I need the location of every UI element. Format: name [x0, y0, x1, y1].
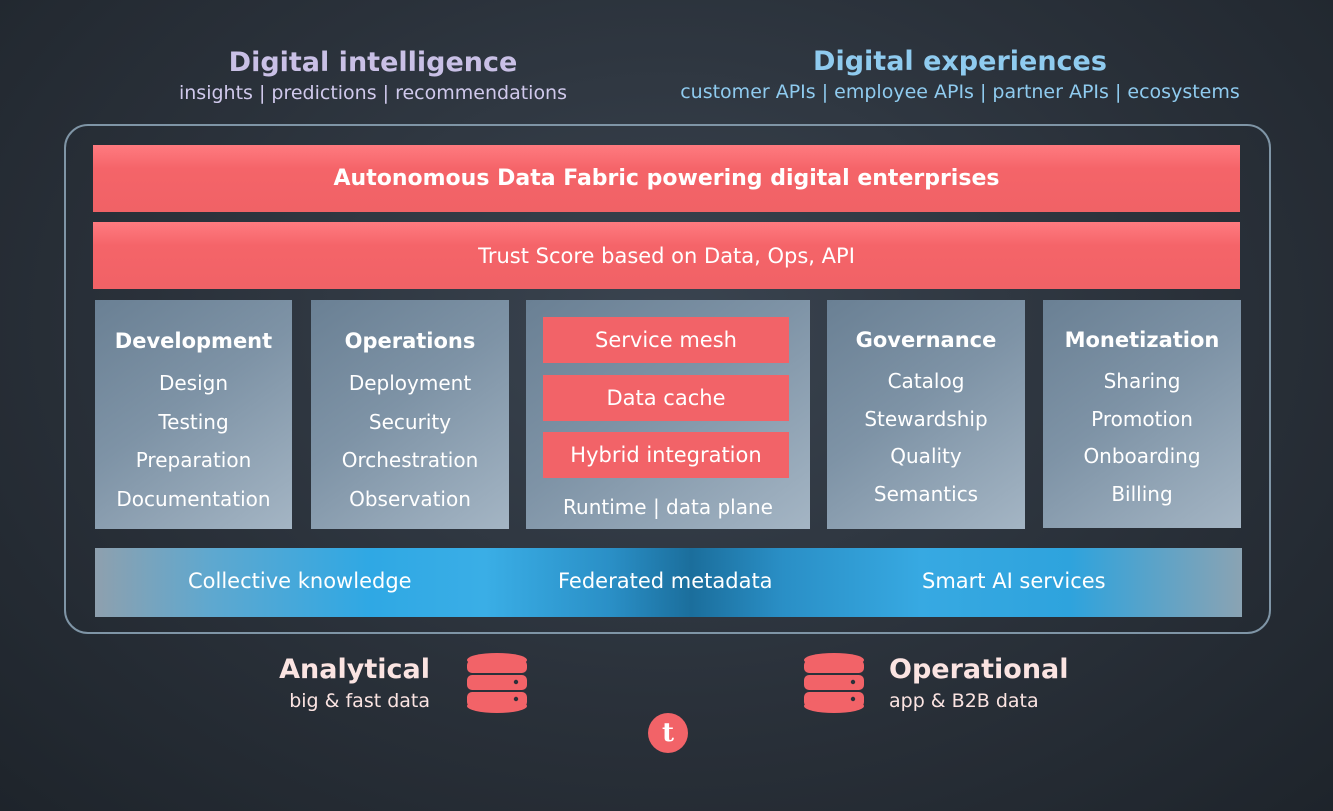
development-item: Design — [158, 371, 229, 395]
operations-column: Operations Deployment Security Orchestra… — [311, 300, 509, 529]
governance-title: Governance — [855, 328, 997, 352]
digital-intelligence-header: Digital intelligence insights | predicti… — [158, 46, 588, 106]
database-icon — [804, 653, 864, 713]
brand-logo-icon: t — [648, 713, 688, 753]
hybrid-integration-box: Hybrid integration — [543, 432, 789, 478]
monetization-title: Monetization — [1064, 328, 1220, 352]
development-column: Development Design Testing Preparation D… — [95, 300, 292, 529]
data-fabric-frame — [64, 124, 1271, 634]
operational-store: Operational app & B2B data — [889, 654, 1109, 714]
monetization-item: Promotion — [1091, 406, 1193, 431]
governance-item: Semantics — [873, 481, 979, 506]
digital-experiences-header: Digital experiences customer APIs | empl… — [660, 45, 1260, 105]
data-cache-box: Data cache — [543, 375, 789, 421]
operations-item: Observation — [349, 486, 471, 511]
operations-item: Deployment — [348, 371, 472, 395]
monetization-item: Onboarding — [1083, 444, 1201, 468]
runtime-column: Service mesh Data cache Hybrid integrati… — [526, 300, 810, 529]
digital-experiences-title: Digital experiences — [813, 46, 1107, 77]
service-mesh-box: Service mesh — [543, 317, 789, 363]
database-icon — [467, 653, 527, 713]
governance-column: Governance Catalog Stewardship Quality S… — [827, 300, 1025, 529]
digital-intelligence-subtitle: insights | predictions | recommendations — [178, 82, 568, 104]
governance-item: Catalog — [887, 369, 965, 393]
development-item: Documentation — [116, 486, 271, 511]
development-title: Development — [114, 329, 273, 353]
analytical-title: Analytical — [279, 654, 430, 685]
operational-subtitle: app & B2B data — [889, 690, 1039, 712]
analytical-subtitle: big & fast data — [289, 690, 430, 712]
collective-knowledge-label: Collective knowledge — [188, 569, 412, 593]
development-item: Testing — [158, 409, 229, 434]
operations-item: Security — [368, 409, 452, 434]
smart-ai-services-label: Smart AI services — [922, 569, 1106, 593]
monetization-column: Monetization Sharing Promotion Onboardin… — [1043, 300, 1241, 528]
runtime-caption: Runtime | data plane — [563, 495, 773, 519]
operations-title: Operations — [344, 329, 476, 353]
federated-metadata-label: Federated metadata — [558, 569, 773, 593]
governance-item: Stewardship — [864, 406, 988, 431]
analytical-store: Analytical big & fast data — [250, 654, 430, 714]
governance-item: Quality — [890, 444, 962, 468]
digital-intelligence-title: Digital intelligence — [228, 47, 518, 78]
trust-score-band: Trust Score based on Data, Ops, API — [93, 222, 1240, 289]
monetization-item: Billing — [1111, 481, 1173, 506]
knowledge-band: Collective knowledge Federated metadata … — [95, 548, 1242, 617]
autonomous-data-fabric-band: Autonomous Data Fabric powering digital … — [93, 145, 1240, 212]
operational-title: Operational — [889, 654, 1069, 685]
operations-item: Orchestration — [341, 448, 479, 472]
monetization-item: Sharing — [1103, 369, 1181, 393]
digital-experiences-subtitle: customer APIs | employee APIs | partner … — [680, 81, 1240, 103]
development-item: Preparation — [135, 448, 252, 472]
